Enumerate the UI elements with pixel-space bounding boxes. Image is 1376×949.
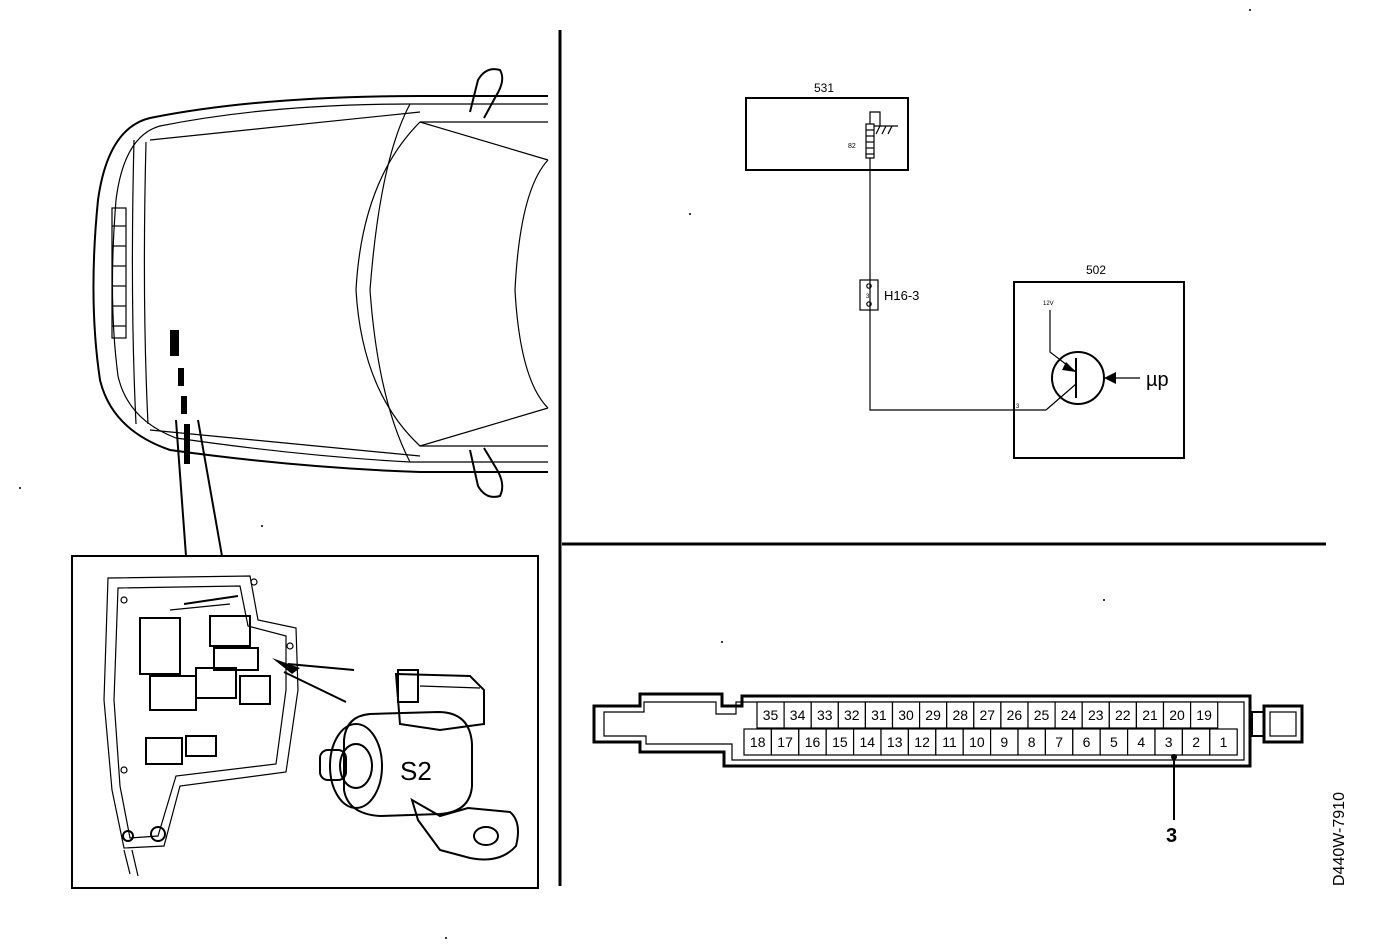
pin-number: 32 xyxy=(844,707,860,723)
component-502-number: 502 xyxy=(1086,263,1106,277)
pin-cell xyxy=(946,701,975,729)
pin-cell xyxy=(918,701,948,729)
valve-body-drawing xyxy=(103,575,299,877)
supply-label: 12V xyxy=(1043,301,1054,307)
pin-cell xyxy=(1189,701,1219,729)
component-531-box xyxy=(745,97,909,171)
figure-code: D440W-7910 xyxy=(1331,792,1348,886)
locator-marker xyxy=(170,330,223,557)
pin-number: 15 xyxy=(832,734,848,750)
pin-number: 25 xyxy=(1034,707,1050,723)
pin-number: 18 xyxy=(750,734,766,750)
pin-number: 11 xyxy=(942,734,957,750)
pin-cell xyxy=(743,728,772,756)
pin-cell xyxy=(1072,728,1101,756)
pin-number: 9 xyxy=(1000,734,1008,750)
pin-cell xyxy=(864,701,894,729)
pin-number: 13 xyxy=(887,734,903,750)
microprocessor-input-label: µp xyxy=(1146,369,1169,391)
signal-wire xyxy=(869,158,1046,411)
component-502-pin-label: 3 xyxy=(1016,404,1020,410)
pin-cell xyxy=(756,701,785,729)
pin-number: 3 xyxy=(1165,734,1173,750)
pin-cell xyxy=(1017,728,1046,756)
schematic: 531 82 3 H16-3 502 12V 3 xyxy=(745,81,1185,459)
pin-number: 7 xyxy=(1055,734,1063,750)
pin-number: 8 xyxy=(1028,734,1036,750)
pin-number: 24 xyxy=(1061,707,1077,723)
pin-number: 28 xyxy=(953,707,969,723)
pin-cell xyxy=(973,701,1002,729)
pin-cell xyxy=(1126,728,1156,756)
ecu-connector xyxy=(592,692,1304,768)
pin-cell xyxy=(1154,728,1183,756)
pin-number: 19 xyxy=(1196,707,1212,723)
pin-number: 34 xyxy=(790,707,806,723)
pointer-arrow xyxy=(272,658,355,703)
pin-number: 17 xyxy=(777,734,793,750)
pin-cell xyxy=(1000,701,1029,729)
pin-number: 1 xyxy=(1220,734,1228,750)
pin-cell xyxy=(783,701,812,729)
pin-cell xyxy=(1162,701,1192,729)
pin-number: 23 xyxy=(1088,707,1104,723)
pin-number: 27 xyxy=(980,707,996,723)
solenoid-label: S2 xyxy=(400,756,432,786)
pin-number: 14 xyxy=(860,734,876,750)
pin-number: 12 xyxy=(914,734,930,750)
pin-number: 29 xyxy=(925,707,941,723)
connector-pin: 3 xyxy=(866,294,870,300)
callout-label: 3 xyxy=(1166,825,1177,847)
car-top-view xyxy=(92,68,549,498)
pin-cell xyxy=(770,728,800,756)
pin-number: 6 xyxy=(1083,734,1091,750)
pin-number: 21 xyxy=(1142,707,1158,723)
pin-cell xyxy=(1209,728,1238,756)
pin-cell xyxy=(1135,701,1165,729)
component-531-number: 531 xyxy=(814,81,834,95)
component-502-box xyxy=(1013,281,1185,459)
pin-number: 16 xyxy=(805,734,821,750)
pin-cell xyxy=(1099,728,1129,756)
pin-number: 35 xyxy=(763,707,779,723)
pin-number: 30 xyxy=(898,707,914,723)
pin-number: 5 xyxy=(1110,734,1118,750)
pin-number: 20 xyxy=(1169,707,1185,723)
connector-h16 xyxy=(859,279,879,311)
solenoid-s2-drawing xyxy=(319,669,519,861)
connector-label: H16-3 xyxy=(884,288,919,303)
pin-cell xyxy=(907,728,937,756)
inset-frame xyxy=(71,555,539,889)
pin-number: 2 xyxy=(1192,734,1200,750)
pin-number: 26 xyxy=(1007,707,1023,723)
component-531-pin-label: 82 xyxy=(848,143,856,150)
pin-cell xyxy=(891,701,921,729)
pin-number: 22 xyxy=(1115,707,1131,723)
pin-number: 10 xyxy=(969,734,985,750)
pin-cell xyxy=(798,728,827,756)
pin-number: 4 xyxy=(1137,734,1145,750)
pin-cell xyxy=(1027,701,1056,729)
pin-number: 33 xyxy=(817,707,833,723)
pin-number: 31 xyxy=(871,707,887,723)
